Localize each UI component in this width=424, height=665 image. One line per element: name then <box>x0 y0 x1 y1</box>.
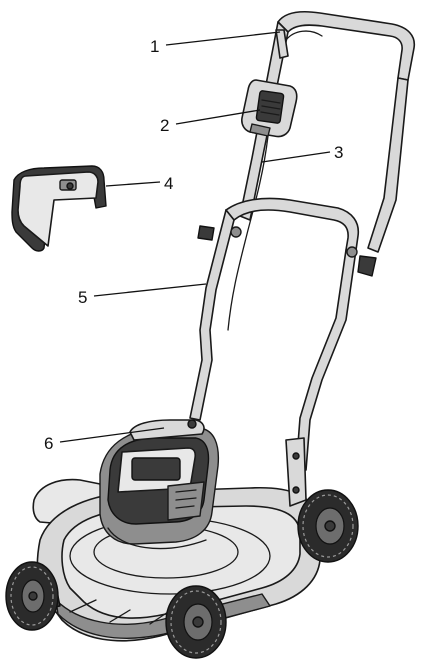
leader-4 <box>105 181 161 187</box>
leader-6 <box>59 427 165 443</box>
leader-lines <box>59 31 331 443</box>
callout-1: 1 <box>150 37 159 56</box>
handle-knob-right <box>346 246 377 277</box>
wheel-rear-right <box>297 489 359 563</box>
callout-5: 5 <box>78 288 87 307</box>
safety-switch-box <box>241 79 298 138</box>
side-discharge-cover <box>11 165 107 252</box>
leader-3 <box>261 151 331 163</box>
wheel-front-left <box>5 561 59 631</box>
callout-6: 6 <box>44 434 53 453</box>
battery-compartment <box>99 419 220 550</box>
control-cable <box>227 135 269 331</box>
handle-knob-left <box>197 225 242 241</box>
lower-handle <box>189 197 360 471</box>
callout-2: 2 <box>160 116 169 135</box>
callout-4: 4 <box>164 174 173 193</box>
leader-1 <box>165 31 281 46</box>
callout-3: 3 <box>334 143 343 162</box>
height-adjust-bracket <box>285 437 307 507</box>
leader-2 <box>175 109 261 125</box>
leader-5 <box>93 283 207 297</box>
bail-lever <box>275 29 323 59</box>
wheel-front-right <box>165 585 227 659</box>
